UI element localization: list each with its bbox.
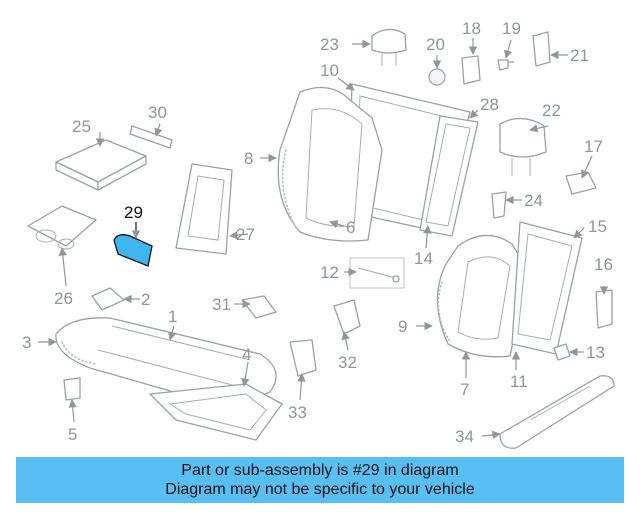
callout-14: 14 <box>414 249 433 268</box>
callout-26: 26 <box>54 289 73 308</box>
banner-line-1: Part or sub-assembly is #29 in diagram <box>181 462 459 479</box>
callout-20: 20 <box>426 35 445 54</box>
callout-labels: 1 2 3 4 5 6 7 8 9 10 11 12 13 14 15 16 1… <box>22 19 613 446</box>
parts-diagram: 1 2 3 4 5 6 7 8 9 10 11 12 13 14 15 16 1… <box>22 19 615 449</box>
latch-cover <box>532 31 551 67</box>
callout-10: 10 <box>320 61 339 80</box>
callout-16: 16 <box>594 255 613 274</box>
callout-11: 11 <box>510 372 528 391</box>
info-banner: Part or sub-assembly is #29 in diagram D… <box>16 457 624 503</box>
callout-31: 31 <box>212 295 231 314</box>
callout-23: 23 <box>320 35 339 54</box>
callout-22: 22 <box>542 101 561 120</box>
callout-5: 5 <box>68 425 77 444</box>
callout-13: 13 <box>586 343 605 362</box>
headrest <box>499 117 547 176</box>
small-cover <box>91 287 125 311</box>
armrest-box <box>55 139 147 191</box>
callout-27: 27 <box>236 225 255 244</box>
backrest-frame-assembly <box>347 83 479 237</box>
callout-7: 7 <box>460 380 469 399</box>
armrest-frame <box>175 163 233 255</box>
cup-holder-tray <box>27 205 97 250</box>
callout-1: 1 <box>168 307 177 326</box>
highlighted-part-29 <box>113 234 153 267</box>
trim-strip <box>129 125 173 149</box>
callout-9: 9 <box>398 317 407 336</box>
callout-12: 12 <box>320 263 339 282</box>
callout-32: 32 <box>338 353 357 372</box>
trim-clip <box>63 377 81 401</box>
callout-34: 34 <box>455 427 474 446</box>
mount-plate <box>333 299 361 335</box>
callout-28: 28 <box>480 95 499 114</box>
second-backrest <box>436 221 583 358</box>
bolt <box>497 59 514 71</box>
callout-29: 29 <box>124 203 143 222</box>
callout-6: 6 <box>346 218 355 237</box>
callout-3: 3 <box>22 333 31 352</box>
callout-2: 2 <box>141 290 150 309</box>
round-cap <box>428 68 446 86</box>
callout-8: 8 <box>244 149 253 168</box>
side-bracket <box>595 289 613 329</box>
callout-19: 19 <box>502 19 521 38</box>
hinge-bracket <box>241 295 277 319</box>
callout-15: 15 <box>588 217 607 236</box>
backrest-cushion <box>277 86 383 242</box>
banner-line-2: Diagram may not be specific to your vehi… <box>165 481 475 498</box>
seat-cushion-assembly <box>55 317 283 441</box>
callout-17: 17 <box>584 137 603 156</box>
callout-24: 24 <box>524 191 543 210</box>
guide-sleeve <box>491 191 507 219</box>
hinge-assembly <box>289 339 317 377</box>
clip <box>565 171 597 195</box>
callout-18: 18 <box>462 19 481 38</box>
callout-21: 21 <box>570 46 589 65</box>
ski-bag <box>499 375 615 449</box>
callout-4: 4 <box>242 345 251 364</box>
callout-25: 25 <box>72 117 91 136</box>
pin-fastener <box>349 257 405 289</box>
callout-33: 33 <box>288 403 307 422</box>
headrest-small <box>371 28 407 66</box>
callout-30: 30 <box>148 103 167 122</box>
lock-bracket <box>461 55 481 85</box>
